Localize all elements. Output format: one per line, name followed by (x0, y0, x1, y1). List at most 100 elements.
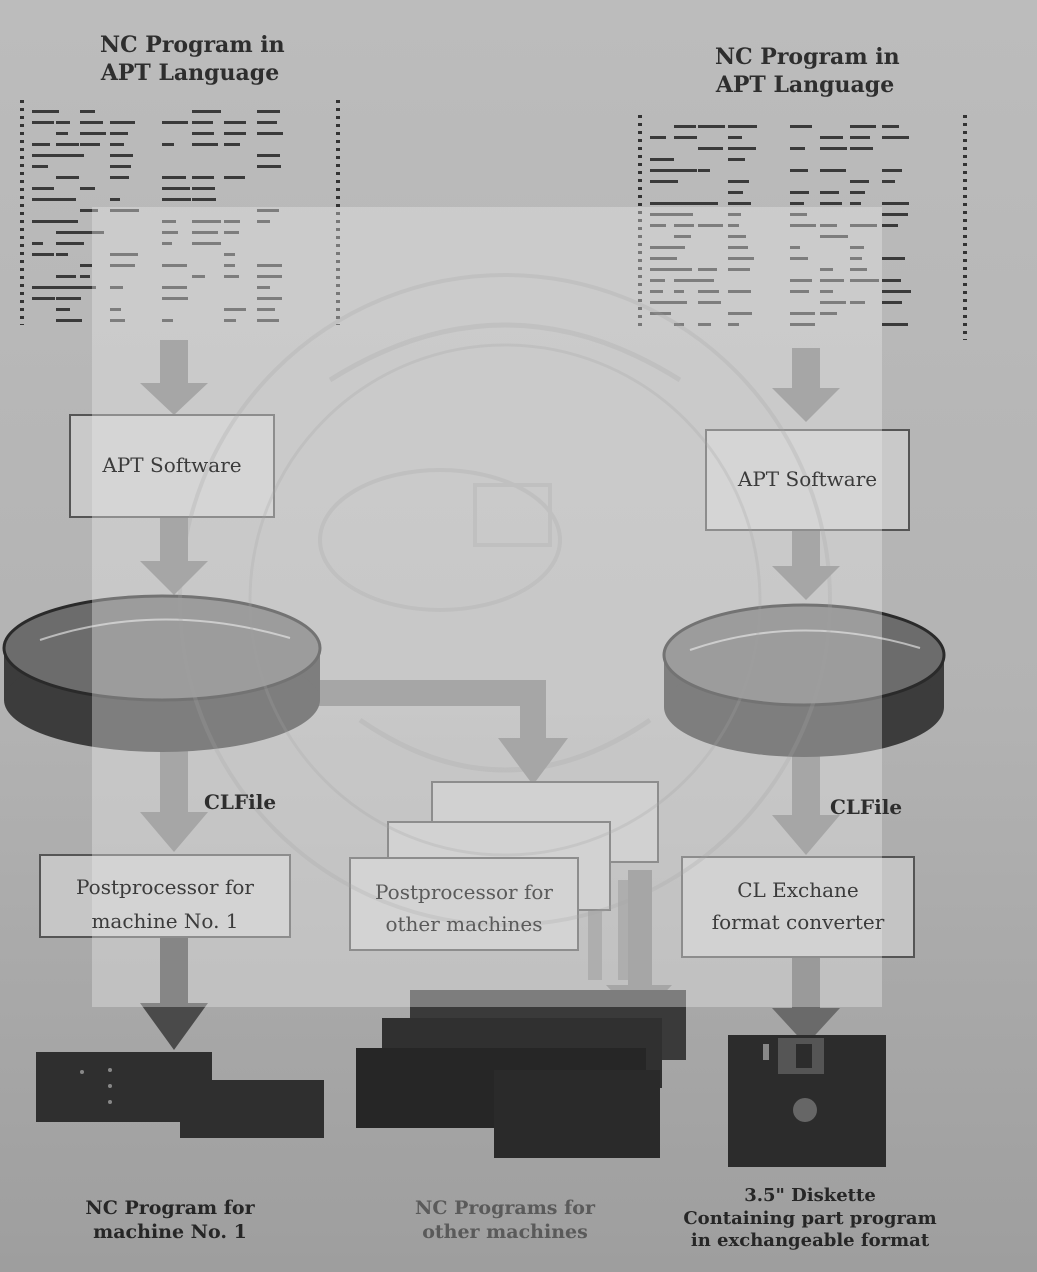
code-dash (110, 319, 125, 322)
code-dash (650, 268, 675, 271)
code-dash (192, 231, 218, 234)
code-dash (224, 308, 246, 311)
code-dash (110, 264, 135, 267)
left-title-line2: APT Language (100, 59, 280, 86)
code-dash (790, 246, 800, 249)
code-dash (650, 312, 671, 315)
apt-software-box-left (69, 414, 275, 518)
code-dash (790, 312, 815, 315)
right-converter-line2: format converter (711, 910, 885, 934)
code-dash (224, 275, 239, 278)
right-output-caption: 3.5" Diskette Containing part program in… (650, 1185, 970, 1253)
code-dash (56, 132, 68, 135)
code-dash (674, 213, 693, 216)
postprocessor-box-left (39, 854, 291, 938)
code-dash (257, 121, 277, 124)
left-output-line1: NC Program for (85, 1197, 255, 1219)
code-dash (850, 246, 864, 249)
left-output-line2: machine No. 1 (93, 1220, 247, 1243)
code-dash (674, 323, 684, 326)
code-dash (56, 121, 70, 124)
code-dash (728, 191, 743, 194)
code-dash (650, 202, 678, 205)
code-dash (32, 242, 43, 245)
code-dash (224, 143, 240, 146)
code-dash (674, 268, 692, 271)
middle-postprocessor-label: Postprocessor for other machines (350, 876, 578, 940)
code-dash (850, 125, 876, 128)
right-clfile-label: CLFile (829, 795, 903, 819)
code-dash (820, 169, 846, 172)
code-dash (162, 264, 187, 267)
right-apt-box-label: APT Software (737, 467, 878, 491)
arrow-code-to-apt-left (140, 340, 208, 415)
code-dash (650, 169, 675, 172)
code-dash (650, 136, 666, 139)
right-converter-label: CL Exchane format converter (682, 874, 914, 938)
code-dash (162, 297, 188, 300)
left-postprocessor-label: Postprocessor for machine No. 1 (40, 870, 290, 938)
left-apt-box-label: APT Software (102, 453, 242, 477)
code-dash (56, 143, 79, 146)
code-dash (650, 257, 677, 260)
code-dash (850, 180, 869, 183)
code-dash (650, 279, 665, 282)
code-dash (224, 231, 239, 234)
right-output-line3: in exchangeable format (690, 1230, 930, 1251)
arrow-apt-to-disk-right (772, 530, 840, 600)
code-dash (80, 286, 96, 289)
code-dash (698, 323, 711, 326)
left-title-line1: NC Program in (100, 32, 285, 58)
code-dash (650, 180, 678, 183)
code-dash (257, 275, 282, 278)
code-dash (257, 209, 279, 212)
code-dash (882, 279, 901, 282)
code-dash (698, 147, 723, 150)
code-dash (820, 191, 839, 194)
code-dash (110, 176, 129, 179)
code-dash (790, 213, 807, 216)
code-dash (820, 136, 843, 139)
code-dash (850, 224, 877, 227)
code-dash (110, 308, 121, 311)
code-dash (728, 147, 756, 150)
code-dash (674, 246, 685, 249)
code-dash (850, 268, 867, 271)
code-dash (850, 147, 873, 150)
code-dash (820, 147, 847, 150)
code-dash (56, 319, 82, 322)
code-dash (192, 121, 213, 124)
code-dash (192, 110, 221, 113)
code-dash (882, 202, 909, 205)
code-dash (698, 224, 723, 227)
code-dash (257, 110, 280, 113)
left-post-line2: machine No. 1 (91, 909, 239, 933)
code-dash (728, 268, 750, 271)
code-dash (110, 132, 128, 135)
code-dash (790, 257, 808, 260)
code-dash (882, 290, 911, 293)
code-dash (882, 301, 902, 304)
code-dash (728, 125, 757, 128)
university-seal-watermark (178, 273, 832, 927)
code-dash (790, 224, 816, 227)
code-dash (820, 301, 846, 304)
code-dash (698, 202, 718, 205)
code-dash (882, 180, 895, 183)
code-dash (80, 132, 106, 135)
code-dash (650, 213, 678, 216)
clfile-disk-right (662, 603, 946, 757)
code-dash (162, 319, 173, 322)
code-dash (32, 198, 60, 201)
code-dash (56, 242, 84, 245)
code-dash (850, 301, 865, 304)
code-dash (192, 132, 214, 135)
code-dash (790, 202, 804, 205)
code-dash (192, 275, 205, 278)
code-dash (257, 132, 283, 135)
code-dash (56, 220, 78, 223)
code-dash (110, 121, 135, 124)
code-dash (820, 268, 833, 271)
code-dash (728, 136, 742, 139)
